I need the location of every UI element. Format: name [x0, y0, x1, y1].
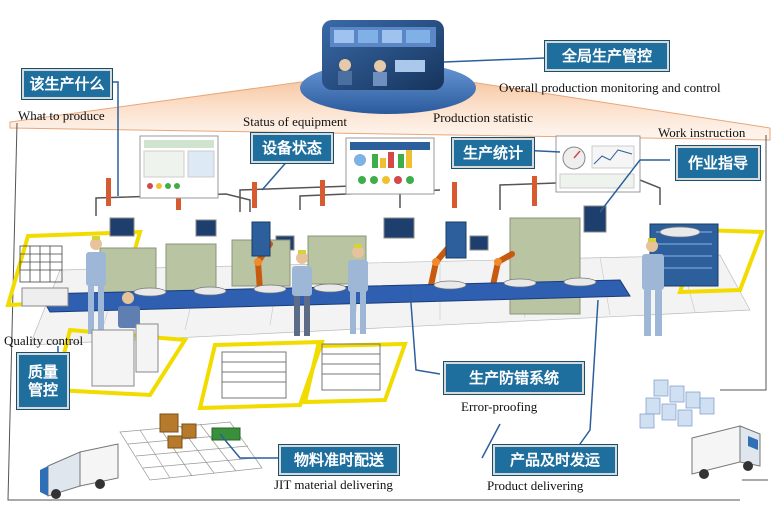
conveyor-parts: [133, 226, 701, 297]
inspection-table: [21, 287, 69, 307]
caption-product-delivery: Product delivering: [487, 478, 584, 493]
material-carts: [221, 343, 381, 399]
tag-jit-delivery: 物料准时配送: [279, 445, 399, 475]
tag-global-control: 全局生产管控: [545, 41, 669, 71]
tag-product-delivery: 产品及时发运: [493, 445, 617, 475]
tag-quality-control: 质量 管控: [17, 353, 69, 409]
floor-frame: [7, 122, 768, 501]
workers: [86, 236, 664, 336]
agv-cart: [211, 427, 241, 441]
material-boxes: [159, 413, 197, 449]
tag-work-instruction: 作业指导: [676, 146, 760, 180]
caption-what-to-produce: What to produce: [18, 108, 105, 123]
tag-quality-control-line2: 管控: [27, 381, 58, 399]
tag-error-proofing: 生产防错系统: [444, 362, 584, 394]
tag-what-to-produce: 该生产什么: [22, 69, 112, 99]
truck-right: [691, 425, 761, 479]
caption-production-stats: Production statistic: [433, 110, 534, 125]
tag-quality-control-line1: 质量: [27, 363, 58, 381]
caption-jit-delivery: JIT material delivering: [274, 477, 393, 492]
caption-error-proofing: Error-proofing: [461, 399, 538, 414]
control-room-photo: [322, 20, 444, 90]
mesh-cage: [19, 245, 63, 283]
qc-cabinets: [91, 323, 159, 387]
truck-left: [40, 443, 119, 499]
caption-equipment-status: Status of equipment: [243, 114, 347, 129]
caption-work-instruction: Work instruction: [658, 125, 746, 140]
product-pallets: [639, 379, 715, 429]
tag-production-stats: 生产统计: [452, 138, 534, 168]
caption-quality-control: Quality control: [4, 333, 84, 348]
caption-global-control: Overall production monitoring and contro…: [499, 80, 721, 95]
info-screens: [139, 135, 641, 199]
tag-equipment-status: 设备状态: [251, 133, 333, 163]
